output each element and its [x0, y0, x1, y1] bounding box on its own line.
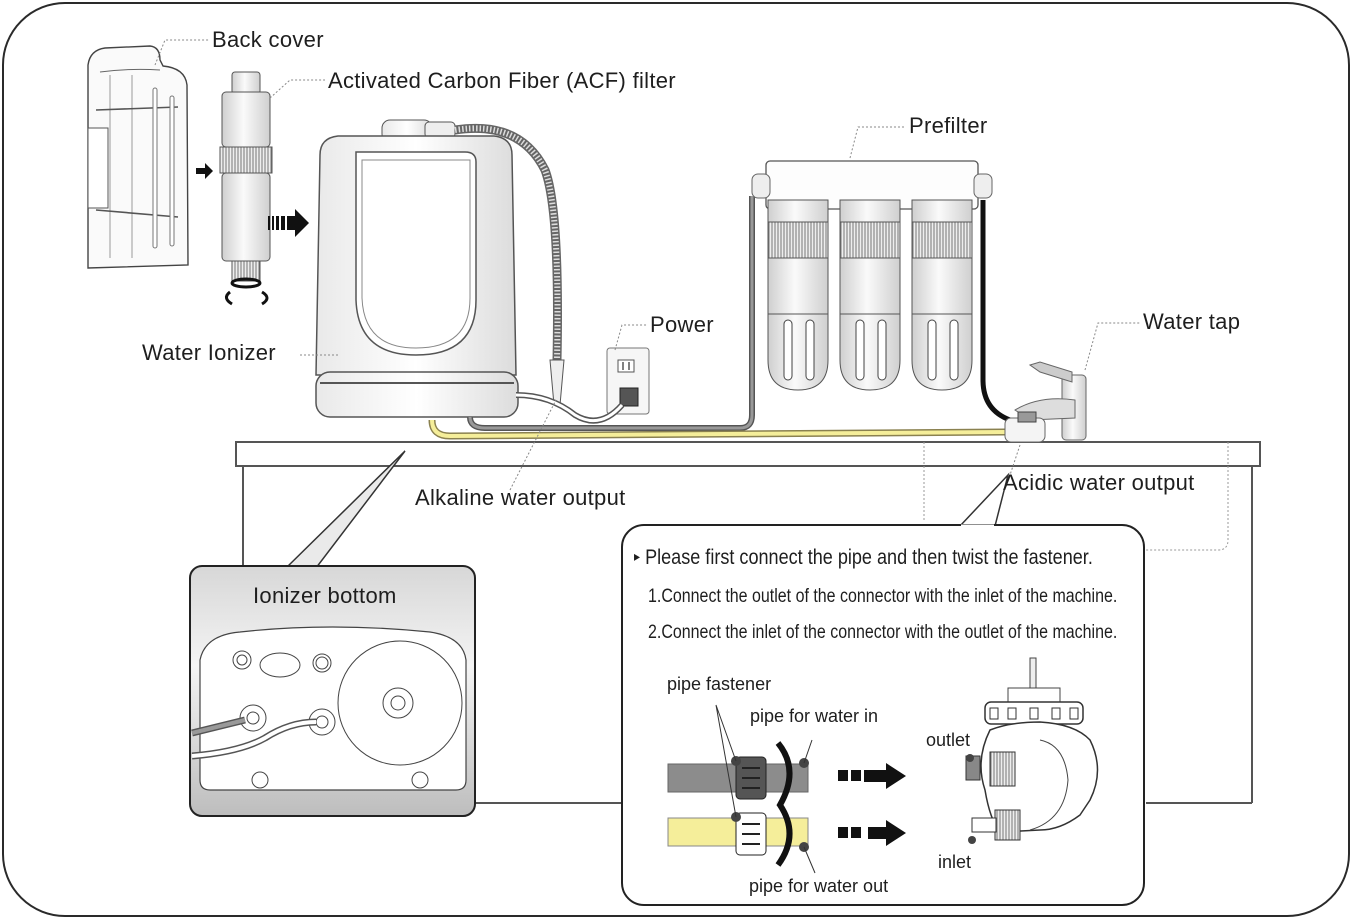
pipe-fastener-diagram	[667, 704, 816, 874]
prefilter-cartridge	[839, 199, 901, 391]
water-ionizer-illustration	[315, 119, 565, 418]
pipe-water-in-label: pipe for water in	[750, 706, 879, 726]
power-outlet-illustration	[515, 347, 650, 424]
outlet-label: outlet	[926, 730, 971, 750]
install-arrow-icon	[268, 209, 309, 237]
inlet-label: inlet	[938, 852, 972, 872]
prefilter-cartridge	[911, 199, 973, 391]
back-cover-illustration	[87, 45, 189, 269]
acf-filter-illustration	[219, 71, 273, 306]
back-cover-label: Back cover	[212, 27, 324, 52]
water-ionizer-label: Water Ionizer	[142, 340, 276, 365]
instruction-heading-text: Please first connect the pipe and then t…	[645, 546, 1093, 569]
connect-arrow-icon	[838, 820, 906, 846]
instruction-step: 1.Connect the outlet of the connector wi…	[648, 585, 1118, 607]
prefilter-illustration	[751, 160, 993, 391]
prefilter-label: Prefilter	[909, 113, 988, 138]
prefilter-cartridge	[767, 199, 829, 391]
ionizer-bottom-label: Ionizer bottom	[253, 583, 397, 608]
inlet-pipe	[980, 200, 1011, 423]
water-tap-illustration	[1004, 361, 1087, 443]
pipe-fastener-label: pipe fastener	[667, 674, 772, 694]
alkaline-output-label: Alkaline water output	[415, 485, 626, 510]
bullet-icon: ▸	[634, 548, 641, 564]
power-label: Power	[650, 312, 714, 337]
water-tap-label: Water tap	[1143, 309, 1241, 334]
connect-arrow-icon	[838, 763, 906, 789]
acf-filter-label: Activated Carbon Fiber (ACF) filter	[328, 68, 676, 93]
countertop	[235, 441, 1261, 804]
acidic-output-label: Acidic water output	[1003, 470, 1195, 495]
callout-pointer	[284, 450, 406, 569]
connector-valve-illustration	[965, 657, 1099, 844]
insert-arrow-icon	[196, 163, 213, 179]
leader-lines	[154, 39, 1140, 491]
ionizer-bottom-callout	[189, 565, 476, 817]
instruction-pointer	[958, 472, 1010, 527]
pipe-water-out-label: pipe for water out	[749, 876, 889, 896]
instruction-heading: ▸ Please first connect the pipe and then…	[634, 546, 1093, 570]
instruction-step: 2.Connect the inlet of the connector wit…	[648, 621, 1118, 643]
